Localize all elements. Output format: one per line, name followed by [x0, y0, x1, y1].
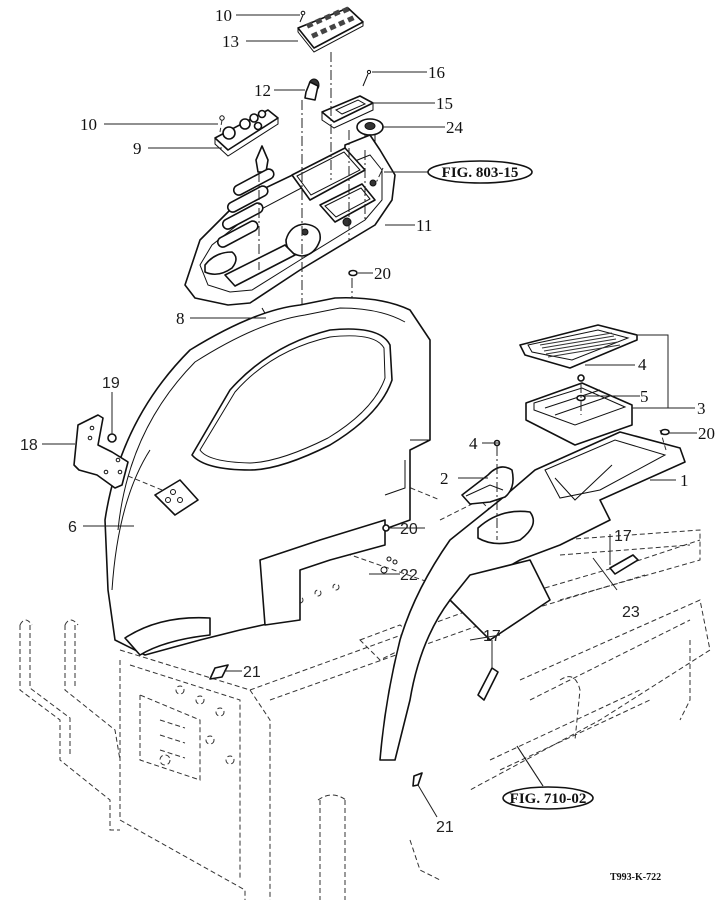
callout-11: 11: [416, 216, 432, 235]
fig-ref-803-15[interactable]: FIG. 803-15: [384, 160, 533, 184]
part-6-left-fender: [104, 296, 431, 656]
callout-3: 3: [697, 399, 706, 418]
callout-16: 16: [428, 63, 445, 82]
callout-labels: 10 13 12 16 15 10 24 9 11 20 8 4 5 3 19 …: [20, 6, 715, 836]
part-12-socket: [304, 78, 320, 101]
fig-ref-710-02-label[interactable]: FIG. 710-02: [510, 791, 587, 807]
callout-22: 22: [400, 567, 418, 584]
callout-6: 6: [68, 519, 77, 536]
callout-4-box: 4: [638, 355, 647, 374]
callout-1: 1: [680, 471, 689, 490]
callout-24: 24: [446, 118, 464, 137]
callout-12: 12: [254, 81, 271, 100]
part-21-decals: [209, 664, 423, 787]
callout-19: 19: [102, 375, 120, 392]
callout-21-bottom: 21: [436, 819, 454, 836]
callout-2: 2: [440, 469, 449, 488]
callout-10-top: 10: [215, 6, 232, 25]
fig-ref-710-02[interactable]: FIG. 710-02: [502, 745, 594, 810]
callout-15: 15: [436, 94, 453, 113]
callout-17-right: 17: [614, 528, 632, 545]
callout-13: 13: [222, 32, 239, 51]
part-18-bracket: [73, 414, 163, 491]
callout-23: 23: [622, 604, 640, 621]
part-22-seal: [380, 556, 398, 574]
callout-5: 5: [640, 387, 649, 406]
callout-9: 9: [133, 139, 142, 158]
callout-21-left: 21: [243, 664, 261, 681]
callout-18: 18: [20, 437, 38, 454]
callout-4-cup: 4: [469, 434, 478, 453]
fig-ref-803-15-label[interactable]: FIG. 803-15: [442, 165, 519, 181]
callout-20-mid: 20: [400, 521, 418, 538]
callout-20-right: 20: [698, 424, 715, 443]
callout-17-mid: 17: [483, 628, 501, 645]
drawing-number: T993-K-722: [610, 872, 661, 883]
part-2-cup-holder: [461, 439, 514, 540]
part-9-switch-plate: [214, 109, 279, 173]
part-3-storage-box: [519, 324, 638, 446]
callout-10-mid: 10: [80, 115, 97, 134]
callout-20-top: 20: [374, 264, 391, 283]
fasteners-20: [348, 269, 390, 532]
callout-8: 8: [176, 309, 185, 328]
part-11-console-cover: [184, 134, 396, 321]
part-24-key-switch: [355, 118, 384, 151]
part-13-switch-panel: [297, 6, 364, 53]
part-1-right-console: [379, 428, 686, 761]
part-17-pads: [477, 554, 639, 701]
